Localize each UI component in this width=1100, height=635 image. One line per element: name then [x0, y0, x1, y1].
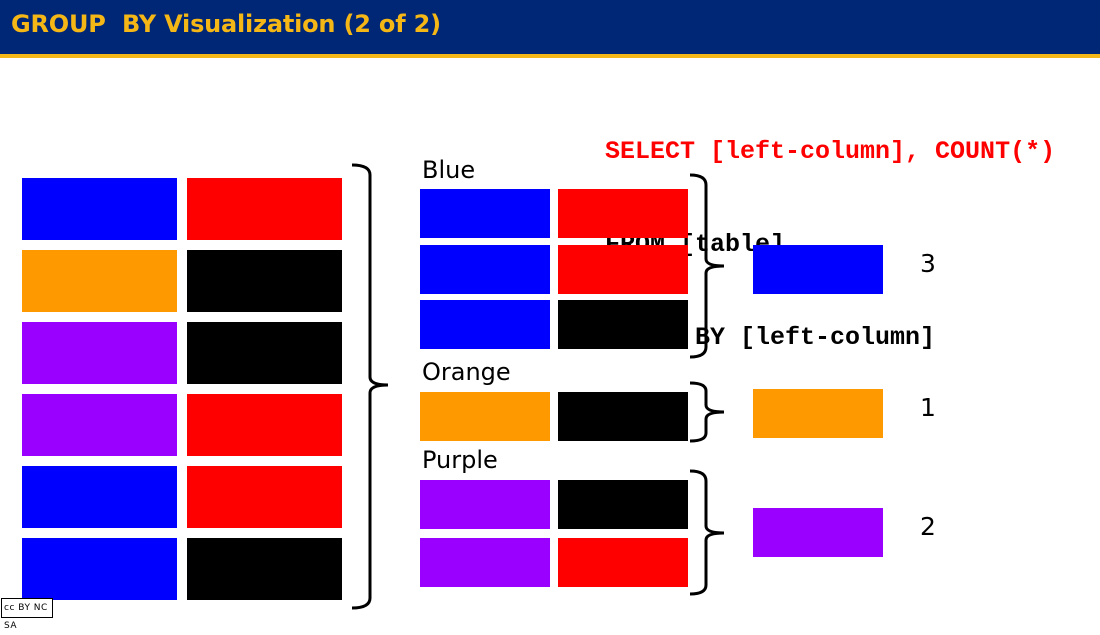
slide-title: GROUP BY Visualization (2 of 2) [11, 10, 441, 38]
source-brace [351, 163, 389, 610]
result-count-blue: 3 [920, 249, 936, 278]
source-cell-black [187, 250, 342, 312]
source-cell-red [187, 394, 342, 456]
orange-group-brace [689, 381, 725, 443]
group-label-blue: Blue [422, 156, 476, 184]
sql-select-line: SELECT [left-column], COUNT(*) [605, 137, 1056, 166]
group-cell-red [558, 245, 688, 294]
result-cell-orange [753, 389, 883, 438]
group-cell-purple [420, 538, 550, 587]
source-cell-red [187, 466, 342, 528]
group-cell-orange [420, 392, 550, 441]
source-cell-blue [22, 178, 177, 240]
group-cell-black [558, 300, 688, 349]
source-cell-purple [22, 394, 177, 456]
result-count-purple: 2 [920, 512, 936, 541]
purple-group-brace [689, 469, 725, 596]
source-cell-black [187, 322, 342, 384]
source-cell-red [187, 178, 342, 240]
group-cell-black [558, 392, 688, 441]
group-cell-red [558, 189, 688, 238]
source-cell-purple [22, 322, 177, 384]
source-cell-blue [22, 466, 177, 528]
group-cell-blue [420, 189, 550, 238]
group-cell-black [558, 480, 688, 529]
group-cell-blue [420, 300, 550, 349]
title-bar: GROUP BY Visualization (2 of 2) [0, 0, 1100, 58]
result-cell-purple [753, 508, 883, 557]
result-cell-blue [753, 245, 883, 294]
group-cell-blue [420, 245, 550, 294]
source-cell-blue [22, 538, 177, 600]
braces [351, 163, 725, 610]
group-label-purple: Purple [422, 446, 498, 474]
cc-license-badge: cc BY NC SA [1, 598, 53, 631]
group-cell-red [558, 538, 688, 587]
source-cell-black [187, 538, 342, 600]
group-cell-purple [420, 480, 550, 529]
source-cell-orange [22, 250, 177, 312]
result-count-orange: 1 [920, 393, 936, 422]
group-label-orange: Orange [422, 358, 511, 386]
blue-group-brace [689, 173, 725, 359]
